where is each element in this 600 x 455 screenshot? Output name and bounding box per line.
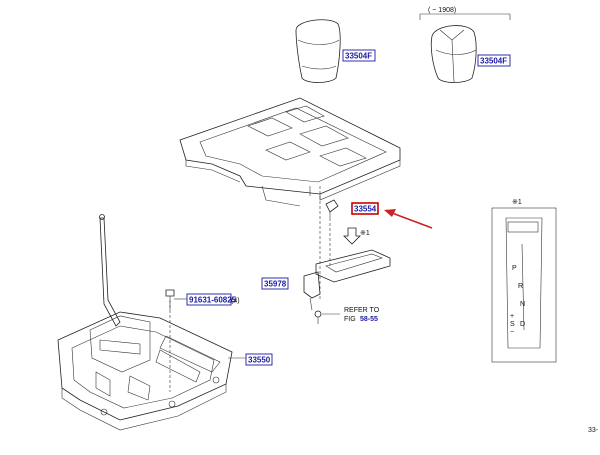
svg-text:( ~ 1908): ( ~ 1908)	[428, 7, 456, 14]
svg-text:33554: 33554	[354, 205, 377, 214]
bolt	[165, 289, 175, 310]
svg-text:P: P	[512, 265, 517, 272]
svg-text:33504F: 33504F	[480, 57, 507, 66]
console-panel	[179, 97, 401, 207]
part-label-33504f-b[interactable]: 33504F	[477, 54, 511, 67]
part-label-33554[interactable]: 33554	[351, 202, 379, 215]
dashed-guide-lines	[319, 186, 331, 300]
svg-text:+: +	[510, 313, 514, 320]
shift-knob-b	[430, 25, 477, 83]
indicator-bracket	[303, 249, 391, 311]
highlight-arrow	[384, 209, 433, 229]
svg-text:33550: 33550	[248, 356, 271, 365]
part-label-33550[interactable]: 33550	[228, 353, 273, 366]
shift-knob-a	[295, 19, 341, 83]
shift-lever-rod	[99, 214, 121, 327]
direction-arrow: ※1	[343, 227, 370, 245]
svg-text:※1: ※1	[360, 230, 370, 237]
part-label-91631-60825[interactable]: 91631-60825 (4)	[174, 293, 240, 306]
svg-text:33504F: 33504F	[345, 52, 372, 61]
refer-to-note[interactable]: REFER TO FIG 58-55	[322, 307, 380, 323]
svg-text:REFER TO: REFER TO	[344, 307, 380, 314]
page-code: 33-	[588, 427, 599, 434]
svg-text:35978: 35978	[264, 280, 287, 289]
svg-text:−: −	[510, 329, 514, 336]
shifter-housing	[57, 300, 233, 431]
part-label-35978[interactable]: 35978	[261, 277, 289, 290]
svg-text:S: S	[510, 321, 515, 328]
date-range-bracket: ( ~ 1908)	[419, 7, 511, 20]
svg-text:N: N	[520, 301, 525, 308]
shift-gate-inset: ※1 P R N D + S −	[491, 199, 557, 363]
svg-text:D: D	[520, 321, 525, 328]
part-label-33504f-a[interactable]: 33504F	[342, 49, 376, 62]
svg-text:91631-60825: 91631-60825	[189, 296, 237, 305]
svg-text:58-55: 58-55	[360, 316, 378, 323]
screw	[314, 310, 322, 324]
svg-text:※1: ※1	[512, 199, 522, 206]
svg-text:(4): (4)	[231, 298, 240, 305]
svg-text:R: R	[518, 283, 523, 290]
svg-text:FIG: FIG	[344, 316, 356, 323]
clip-part	[325, 199, 339, 218]
